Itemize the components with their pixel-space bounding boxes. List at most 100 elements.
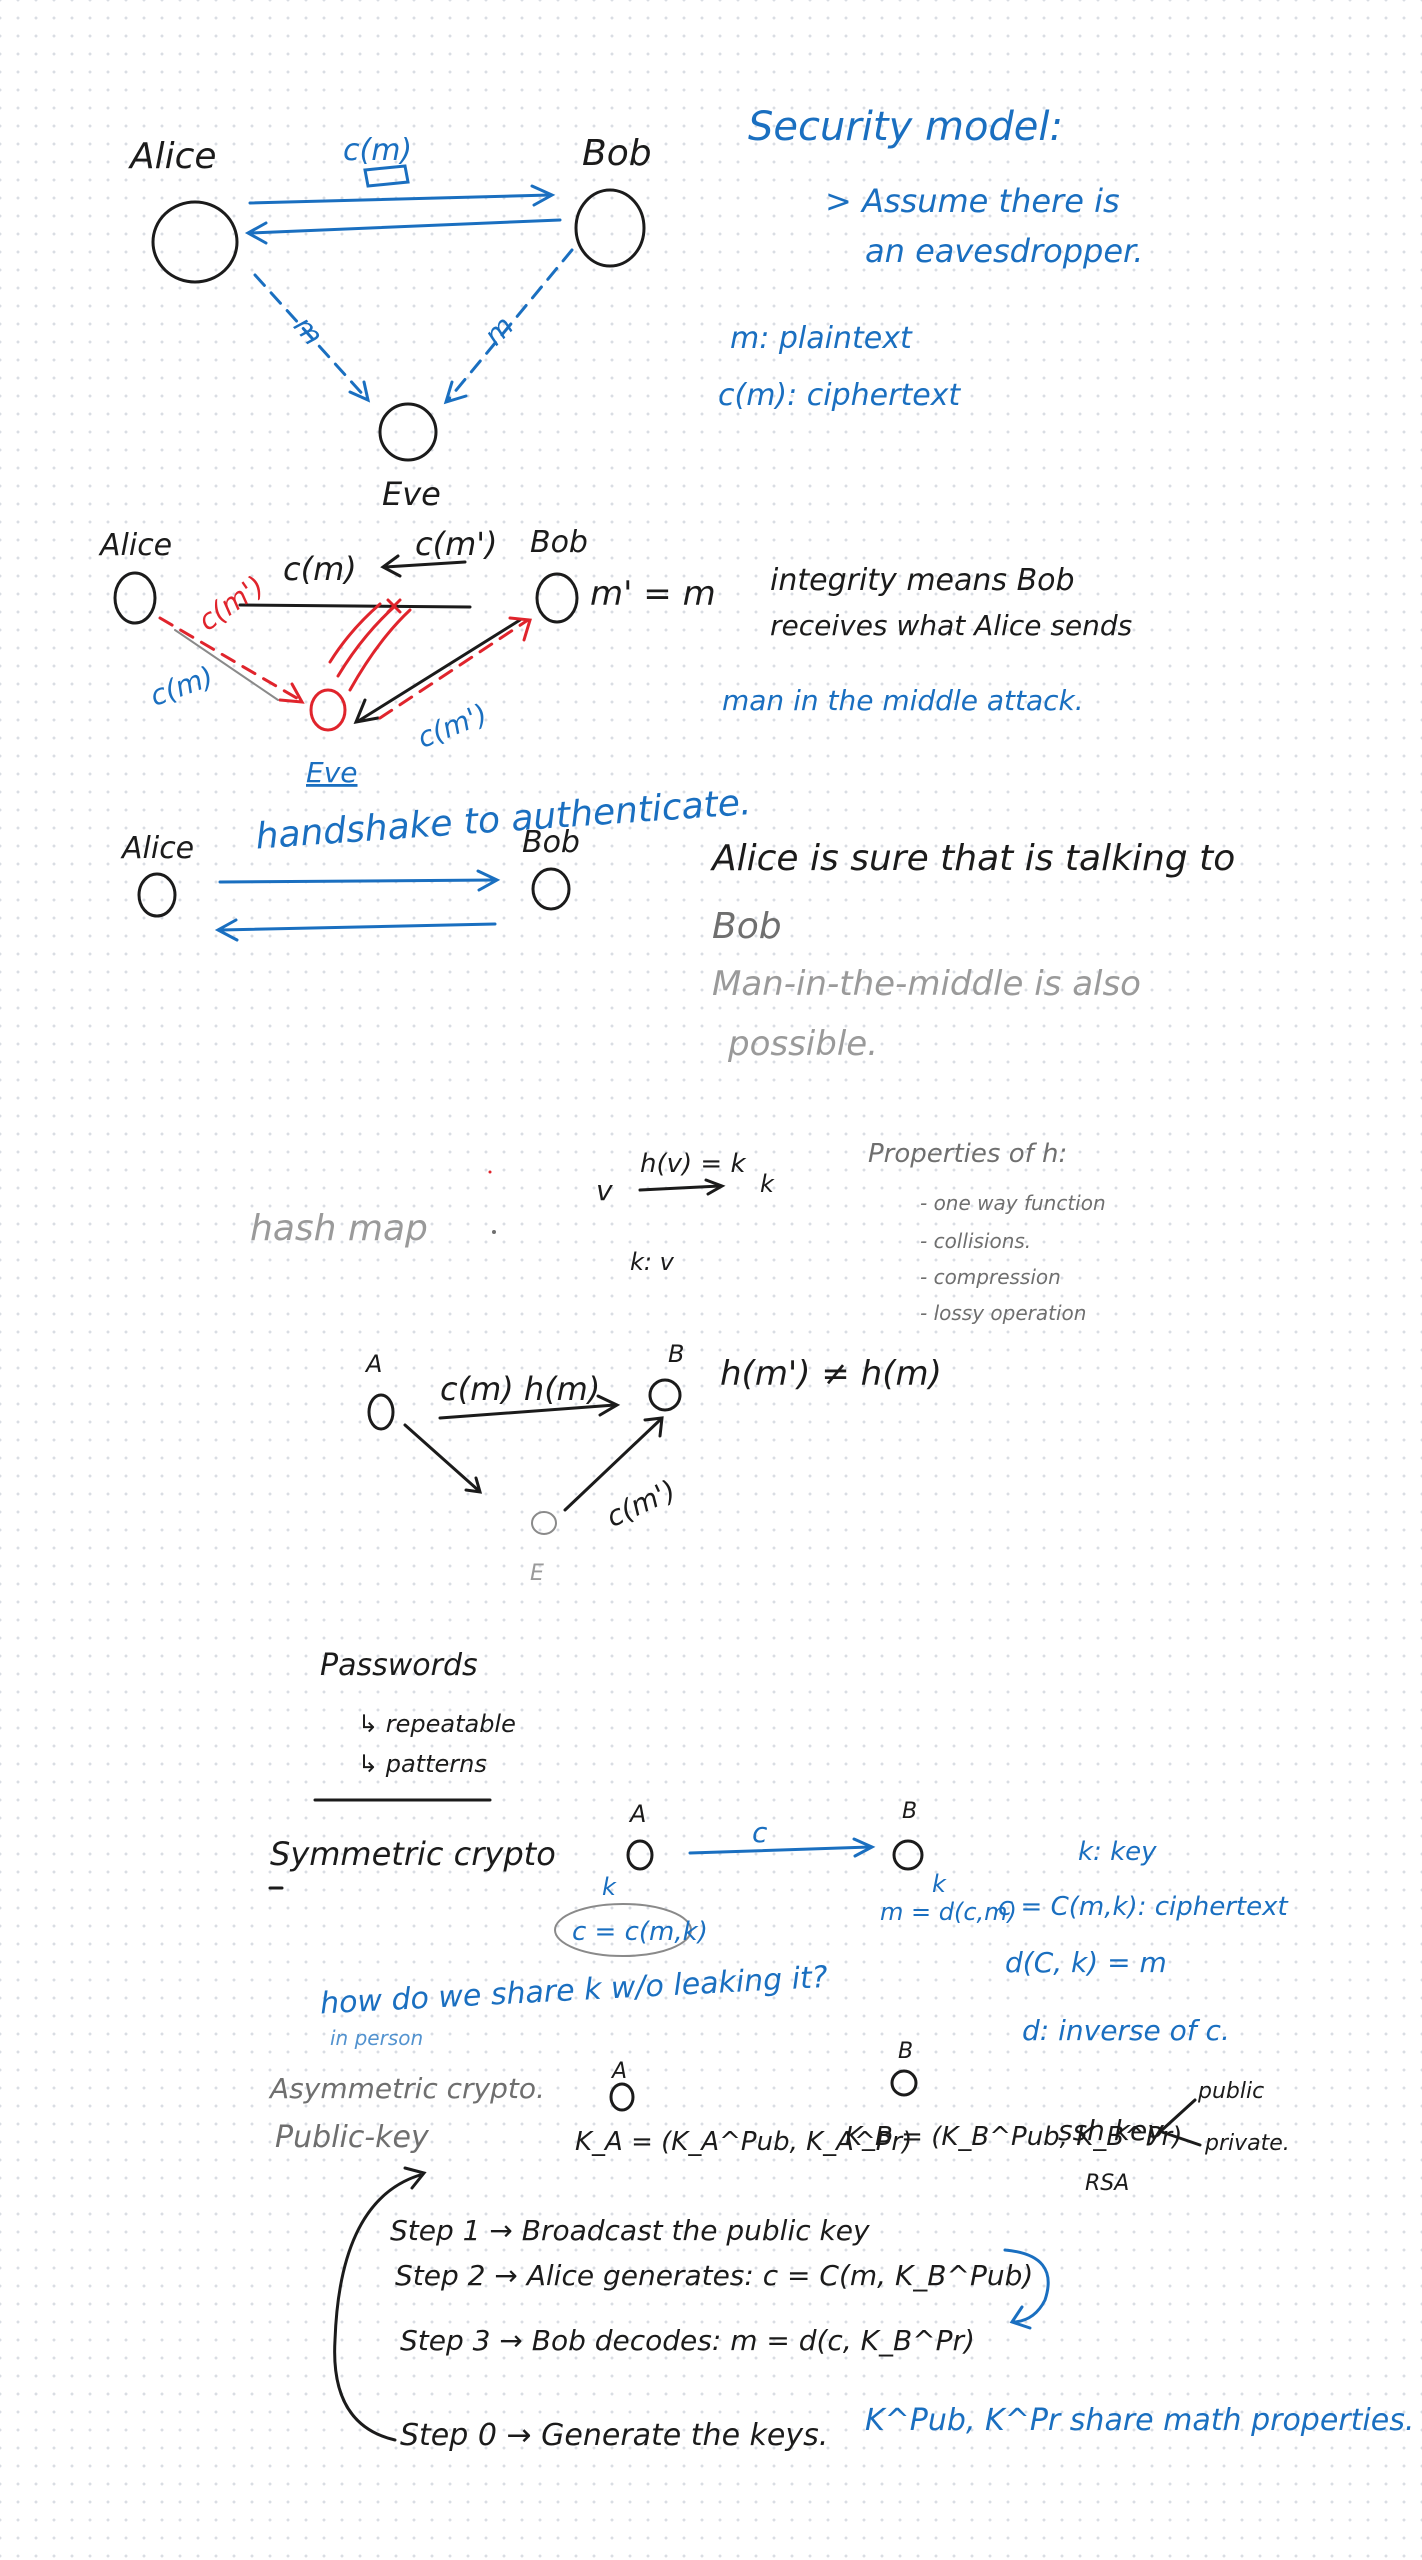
cm-prime-red-label: c(m') bbox=[192, 569, 270, 637]
property-2: - collisions. bbox=[920, 1229, 1031, 1253]
arrow-alice-to-bob-2 bbox=[238, 603, 472, 609]
node-b-label-6: B bbox=[898, 2039, 913, 2064]
property-1: - one way function bbox=[920, 1191, 1106, 1215]
arrow-head-icon bbox=[476, 869, 501, 892]
step-0: Step 0 → Generate the keys. bbox=[400, 2418, 828, 2453]
integrity-line-1: integrity means Bob bbox=[770, 563, 1075, 598]
rsa-label: RSA bbox=[1085, 2171, 1129, 2196]
arrow-head-icon bbox=[464, 1476, 483, 1494]
kb-formula: K_B = (K_B^Pub, K_B^Pr) bbox=[845, 2122, 1182, 2152]
arrow-head-icon bbox=[596, 1394, 621, 1417]
cm-top-label: c(m) bbox=[283, 550, 357, 588]
handshake-label: handshake to authenticate. bbox=[254, 782, 752, 858]
arrow-alice-to-eve-red bbox=[158, 616, 302, 702]
ssh-key-label: ssh key bbox=[1058, 2114, 1164, 2147]
arrow-alice-to-bob-3 bbox=[218, 878, 497, 884]
bob-node-1 bbox=[574, 188, 646, 268]
arrow-alice-to-eve bbox=[253, 273, 368, 400]
c-arrow-label: c bbox=[752, 1816, 768, 1849]
eve-node-2 bbox=[309, 688, 347, 732]
m-prime-equals-m: m' = m bbox=[590, 574, 716, 614]
node-e-label-4: E bbox=[530, 1561, 544, 1586]
arrow-eve-to-bob-red bbox=[378, 618, 530, 720]
properties-title: Properties of h: bbox=[868, 1139, 1067, 1169]
c-formula: c = c(m,k) bbox=[572, 1917, 708, 1947]
bob-label-3: Bob bbox=[522, 825, 580, 860]
passwords-label: Passwords bbox=[320, 1648, 478, 1683]
hash-map-label: hash map bbox=[250, 1208, 428, 1249]
plaintext-def: m: plaintext bbox=[730, 321, 913, 356]
sure-line-2: Bob bbox=[712, 906, 782, 947]
x-mark-icon bbox=[386, 598, 402, 614]
arrow-head-icon bbox=[244, 221, 268, 245]
node-b-label-4: B bbox=[668, 1340, 684, 1368]
curved-arrow-blue bbox=[1003, 2248, 1050, 2324]
k-right-label: k bbox=[932, 1870, 947, 1898]
envelope-icon bbox=[363, 164, 410, 188]
possible-line-2: possible. bbox=[727, 1024, 878, 1064]
bracket-icon bbox=[1160, 2098, 1202, 2147]
repeatable-label: ↳ repeatable bbox=[358, 1710, 516, 1738]
section-eavesdropper: Alice Bob Eve c(m) m m Security model: >… bbox=[128, 104, 1143, 513]
security-model-title: Security model: bbox=[748, 104, 1063, 150]
assume-line-2: an eavesdropper. bbox=[865, 232, 1143, 270]
arrow-a-to-e-4 bbox=[403, 1423, 480, 1492]
eve-node-1 bbox=[378, 402, 438, 462]
symmetric-crypto-label: Symmetric crypto bbox=[270, 1835, 556, 1873]
section-hash: hash map v h(v) = k k k: v Properties of… bbox=[250, 1139, 1106, 1586]
v-label: v bbox=[596, 1174, 613, 1207]
arrow-head-icon bbox=[1009, 2305, 1032, 2330]
property-3: - compression bbox=[920, 1265, 1061, 1289]
formula-circle bbox=[554, 1903, 692, 1957]
alice-node-1 bbox=[151, 200, 239, 284]
arrow-head-icon bbox=[403, 2166, 427, 2190]
cm-left-label-2: c(m) bbox=[146, 660, 218, 713]
step-3: Step 3 → Bob decodes: m = d(c, K_B^Pr) bbox=[400, 2324, 975, 2357]
alice-label-1: Alice bbox=[128, 136, 217, 177]
cm-prime-label-4: c(m') bbox=[601, 1473, 680, 1533]
dot-mark-red bbox=[488, 1170, 492, 1174]
arrow-head-icon bbox=[348, 380, 371, 403]
arrow-a-to-b-5 bbox=[688, 1845, 872, 1855]
m-right-label: m bbox=[477, 309, 520, 352]
k-colon-v: k: v bbox=[630, 1248, 675, 1276]
k-label: k bbox=[760, 1170, 775, 1198]
node-e-4 bbox=[531, 1511, 557, 1535]
k-left-label: k bbox=[602, 1873, 617, 1901]
c-eq-label: c = C(m,k): ciphertext bbox=[998, 1892, 1288, 1922]
asym-crypto-label: Asymmetric crypto. bbox=[268, 2072, 545, 2105]
arrow-head-icon bbox=[508, 616, 532, 642]
node-b-label-5: B bbox=[902, 1799, 917, 1824]
arrow-top-right bbox=[383, 560, 467, 569]
arrow-head-icon bbox=[704, 1178, 726, 1196]
step-0-blue: K^Pub, K^Pr share math properties. bbox=[865, 2403, 1414, 2438]
node-a-label-6: A bbox=[610, 2059, 627, 2084]
patterns-label: ↳ patterns bbox=[358, 1750, 487, 1778]
ciphertext-def: c(m): ciphertext bbox=[718, 378, 961, 413]
section-asymmetric: Asymmetric crypto. Public-key A B K_A = … bbox=[268, 2039, 1414, 2453]
m-eq-label: m = d(c,m) bbox=[880, 1898, 1017, 1926]
step-2: Step 2 → Alice generates: c = C(m, K_B^P… bbox=[395, 2259, 1033, 2292]
in-person-label: in person bbox=[330, 2026, 423, 2050]
alice-label-2: Alice bbox=[98, 528, 172, 563]
node-b-5 bbox=[892, 1839, 924, 1871]
arrow-bob-to-eve-2 bbox=[358, 618, 522, 722]
node-a-label-4: A bbox=[364, 1350, 382, 1378]
bob-node-2 bbox=[535, 572, 579, 624]
node-a-4 bbox=[367, 1393, 395, 1431]
arrow-head-icon bbox=[214, 918, 239, 942]
cm-hm-label: c(m) h(m) bbox=[440, 1370, 600, 1408]
arrow-head-icon bbox=[443, 380, 468, 405]
cm-prime-top-label: c(m') bbox=[415, 525, 498, 563]
arrow-head-icon bbox=[530, 184, 556, 207]
sound-wave-3 bbox=[328, 602, 382, 664]
private-label: private. bbox=[1204, 2131, 1290, 2156]
alice-node-2 bbox=[113, 571, 157, 625]
section-symmetric: Passwords ↳ repeatable ↳ patterns Symmet… bbox=[268, 1648, 1288, 2050]
bob-label-1: Bob bbox=[582, 133, 652, 174]
assume-line-1: > Assume there is bbox=[825, 182, 1120, 220]
arrow-bob-to-alice bbox=[248, 218, 562, 235]
alice-node-3 bbox=[137, 872, 177, 918]
arrow-bob-to-alice-3 bbox=[218, 922, 497, 932]
